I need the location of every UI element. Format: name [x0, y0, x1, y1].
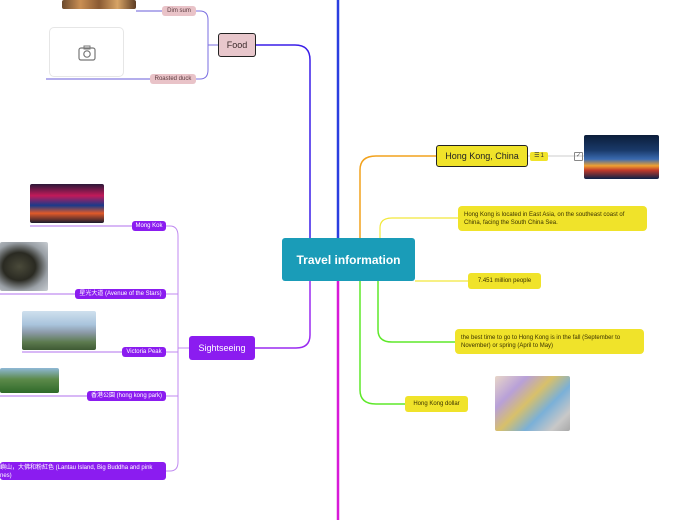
roasted-duck-label: Roasted duck: [154, 75, 192, 82]
population-node[interactable]: 7.451 million people: [468, 273, 541, 289]
list-icon: ☰: [534, 153, 540, 159]
mong-kok-label-node[interactable]: Mong Kok: [132, 221, 166, 231]
location-text: Hong Kong is located in East Asia, on th…: [464, 212, 625, 226]
lantau-island-label-line2: nes): [0, 473, 12, 479]
victoria-peak-image[interactable]: [22, 311, 96, 350]
image-placeholder[interactable]: [49, 27, 124, 77]
avenue-of-stars-label-node[interactable]: 星光大道 (Avenue of the Stars): [75, 289, 166, 299]
best-time-text: the best time to go to Hong Kong is in t…: [461, 335, 621, 349]
hong-kong-park-label: 香港公園 (hong kong park): [90, 392, 163, 399]
hong-kong-park-image[interactable]: [0, 368, 59, 393]
victoria-peak-label: Victoria Peak: [126, 348, 162, 355]
hong-kong-topic-label: Hong Kong, China: [445, 151, 519, 161]
camera-icon: [78, 45, 96, 61]
hong-kong-topic[interactable]: Hong Kong, China: [436, 145, 528, 167]
currency-text: Hong Kong dollar: [413, 401, 460, 407]
sightseeing-topic[interactable]: Sightseeing: [189, 336, 255, 360]
lantau-island-label-node[interactable]: 嶼山，大佛和粉紅色 (Lantau Island, Big Buddha and…: [0, 462, 166, 480]
mong-kok-label: Mong Kok: [135, 222, 163, 229]
dim-sum-image[interactable]: [62, 0, 136, 9]
best-time-node[interactable]: the best time to go to Hong Kong is in t…: [455, 329, 644, 354]
population-text: 7.451 million people: [477, 278, 532, 284]
dim-sum-label-node[interactable]: Dim sum: [162, 6, 196, 16]
hong-kong-skyline-image[interactable]: [584, 135, 659, 179]
lantau-island-label-line1: 嶼山，大佛和粉紅色 (Lantau Island, Big Buddha and…: [0, 465, 153, 471]
roasted-duck-label-node[interactable]: Roasted duck: [150, 74, 196, 84]
checkbox-icon[interactable]: ✓: [574, 152, 583, 161]
task-count: 1: [540, 153, 544, 159]
location-node[interactable]: Hong Kong is located in East Asia, on th…: [458, 206, 647, 231]
food-topic-label: Food: [226, 40, 248, 50]
currency-node[interactable]: Hong Kong dollar: [405, 396, 468, 412]
food-topic[interactable]: Food: [218, 33, 256, 57]
central-topic[interactable]: Travel information: [282, 238, 415, 281]
hong-kong-dollar-image[interactable]: [495, 376, 570, 431]
avenue-of-stars-image[interactable]: [0, 242, 48, 291]
central-topic-label: Travel information: [296, 252, 401, 267]
sightseeing-topic-label: Sightseeing: [198, 343, 246, 353]
task-count-badge[interactable]: ☰ 1: [530, 152, 548, 161]
hong-kong-park-label-node[interactable]: 香港公園 (hong kong park): [87, 391, 166, 401]
avenue-of-stars-label: 星光大道 (Avenue of the Stars): [79, 290, 162, 297]
dim-sum-label: Dim sum: [167, 7, 191, 14]
victoria-peak-label-node[interactable]: Victoria Peak: [122, 347, 166, 357]
mong-kok-image[interactable]: [30, 184, 104, 223]
